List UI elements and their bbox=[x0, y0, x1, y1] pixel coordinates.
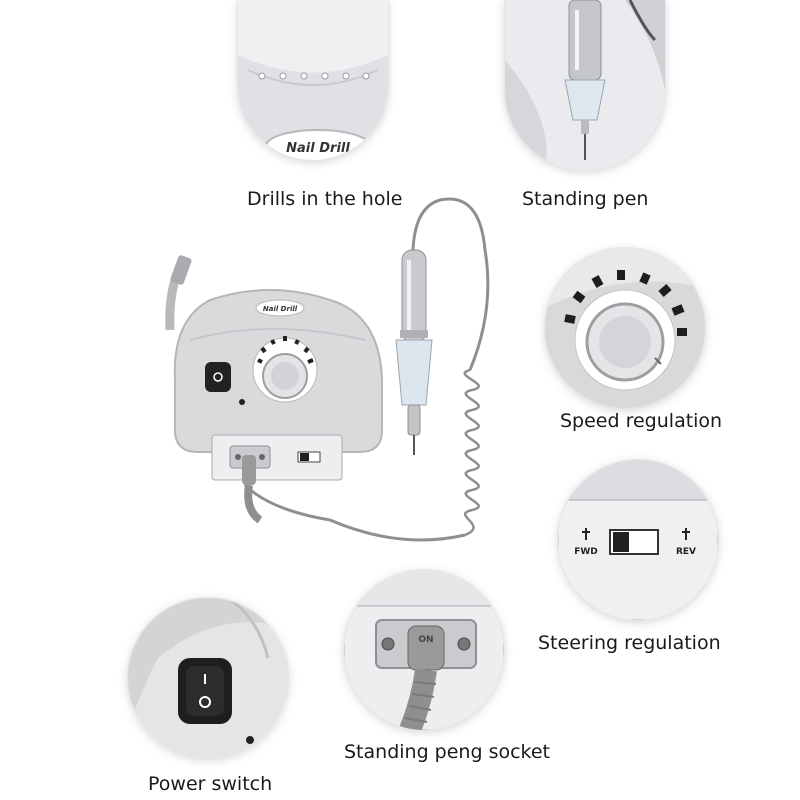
label-standing-peng-socket: Standing peng socket bbox=[344, 741, 551, 763]
brand-text: Nail Drill bbox=[263, 305, 298, 313]
nail-drill-machine: Nail Drill bbox=[150, 190, 520, 560]
socket-mark-text: ON bbox=[418, 635, 433, 645]
label-power-switch: Power switch bbox=[148, 773, 273, 795]
fwd-text: FWD bbox=[574, 547, 598, 557]
speed-regulation-closeup bbox=[545, 248, 705, 408]
label-steering-regulation: Steering regulation bbox=[538, 632, 721, 654]
power-switch-closeup bbox=[128, 598, 288, 758]
standing-pen-closeup bbox=[505, 0, 665, 170]
label-standing-pen: Standing pen bbox=[522, 188, 649, 210]
speed-knob bbox=[252, 336, 318, 403]
steering-regulation-closeup: FWD REV bbox=[558, 460, 718, 620]
power-switch bbox=[205, 362, 231, 392]
handpiece-cable bbox=[411, 197, 490, 371]
coiled-cable bbox=[463, 368, 480, 537]
label-speed-regulation: Speed regulation bbox=[560, 410, 723, 432]
drills-hole-closeup: Nail Drill bbox=[238, 0, 388, 160]
rev-text: REV bbox=[676, 547, 696, 557]
brand-text-closeup: Nail Drill bbox=[286, 141, 350, 156]
handpiece bbox=[395, 249, 433, 455]
socket-closeup: ON bbox=[344, 570, 504, 730]
label-drills-in-the-hole: Drills in the hole bbox=[247, 188, 403, 210]
